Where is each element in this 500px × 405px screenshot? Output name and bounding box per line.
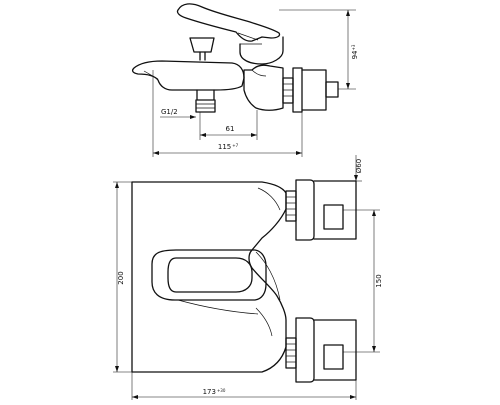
front-bottom-pipe-end — [323, 344, 344, 370]
dim-diameter-label: Ø60 — [355, 159, 363, 173]
dim-150-arrow-bottom — [372, 346, 376, 352]
dim-61-label: 61 — [226, 125, 235, 133]
dim-150-label: 150 — [375, 274, 383, 287]
front-bottom-flange — [295, 317, 315, 383]
thread-label: G1/2 — [161, 108, 178, 116]
front-top-flange — [295, 179, 315, 241]
dim-height-arrow-bottom — [346, 83, 350, 89]
thread-leader-arrow — [190, 115, 196, 119]
dim-173-arrow-right — [350, 395, 356, 399]
dim-61-arrow-left — [200, 133, 206, 137]
side-spout — [131, 60, 245, 91]
side-wall-flange — [292, 67, 303, 113]
dim-height-tolerance: +3 — [351, 44, 356, 50]
dim-115-arrow-left — [153, 151, 159, 155]
dim-173-tolerance: +30 — [217, 388, 226, 393]
dim-173-value: 173 — [203, 388, 216, 396]
front-top-nut — [285, 190, 297, 222]
side-shower-thread — [195, 99, 216, 113]
side-wall-pipe — [301, 69, 327, 111]
dim-173-label: 173+30 — [203, 388, 226, 396]
front-body — [131, 181, 287, 373]
front-bottom-pipe — [313, 319, 357, 381]
front-lever-shadow — [177, 299, 259, 315]
side-lever-handle — [176, 3, 281, 42]
dim-height-label: 94+3 — [351, 44, 359, 59]
side-pipe-end — [325, 81, 339, 98]
dim-200-arrow-bottom — [115, 366, 119, 372]
dim-115-tolerance: +7 — [232, 143, 238, 148]
side-body — [243, 64, 284, 111]
side-cartridge — [239, 36, 284, 65]
dim-115-value: 115 — [218, 143, 231, 151]
dim-height-value: 94 — [351, 50, 359, 59]
dim-200-label: 200 — [117, 271, 125, 284]
front-bottom-nut — [285, 337, 297, 369]
front-lever-insert — [167, 257, 253, 293]
dim-height-arrow-top — [346, 10, 350, 16]
dim-115-label: 115+7 — [218, 143, 239, 151]
front-view: Ø60 200 150 173+30 — [113, 155, 383, 400]
side-lever-crease — [237, 32, 259, 41]
front-inner-panel — [255, 187, 281, 337]
dim-115-arrow-right — [296, 151, 302, 155]
front-top-pipe-end — [323, 204, 344, 230]
dim-diameter-arrow — [354, 175, 358, 181]
side-shower-outlet — [196, 89, 215, 101]
dim-61-arrow-right — [251, 133, 257, 137]
side-diverter-knob — [189, 37, 215, 53]
side-spout-outlet-line — [143, 70, 159, 80]
front-bottom-connector — [285, 317, 357, 383]
side-body-curve — [251, 69, 267, 77]
dim-200-arrow-top — [115, 182, 119, 188]
dim-150-arrow-top — [372, 210, 376, 216]
side-connector-nut — [282, 77, 294, 104]
front-lever-handle — [151, 249, 267, 301]
side-view: 94+3 61 G1/2 115+7 — [131, 3, 359, 157]
dim-173-arrow-left — [132, 395, 138, 399]
